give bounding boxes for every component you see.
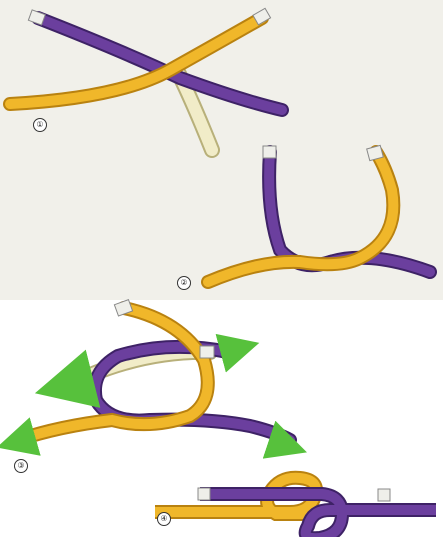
- step-1-figure: [10, 8, 282, 150]
- step-3-figure: [16, 300, 290, 446]
- pull-arrow-icon: [64, 382, 80, 386]
- rope-end-cap-icon: [198, 488, 210, 500]
- step-number-label: ④: [157, 512, 171, 526]
- rope-end-cap-icon: [378, 489, 390, 501]
- step-number-label: ③: [14, 459, 28, 473]
- rope-end-cap-icon: [263, 146, 276, 158]
- step-number-label: ②: [177, 276, 191, 290]
- rope-end-cap-icon: [200, 346, 214, 358]
- step-4-figure: [155, 478, 436, 537]
- step-2-figure: [208, 145, 430, 282]
- rope-end-cap-icon: [28, 10, 45, 25]
- step-number-label: ①: [33, 118, 47, 132]
